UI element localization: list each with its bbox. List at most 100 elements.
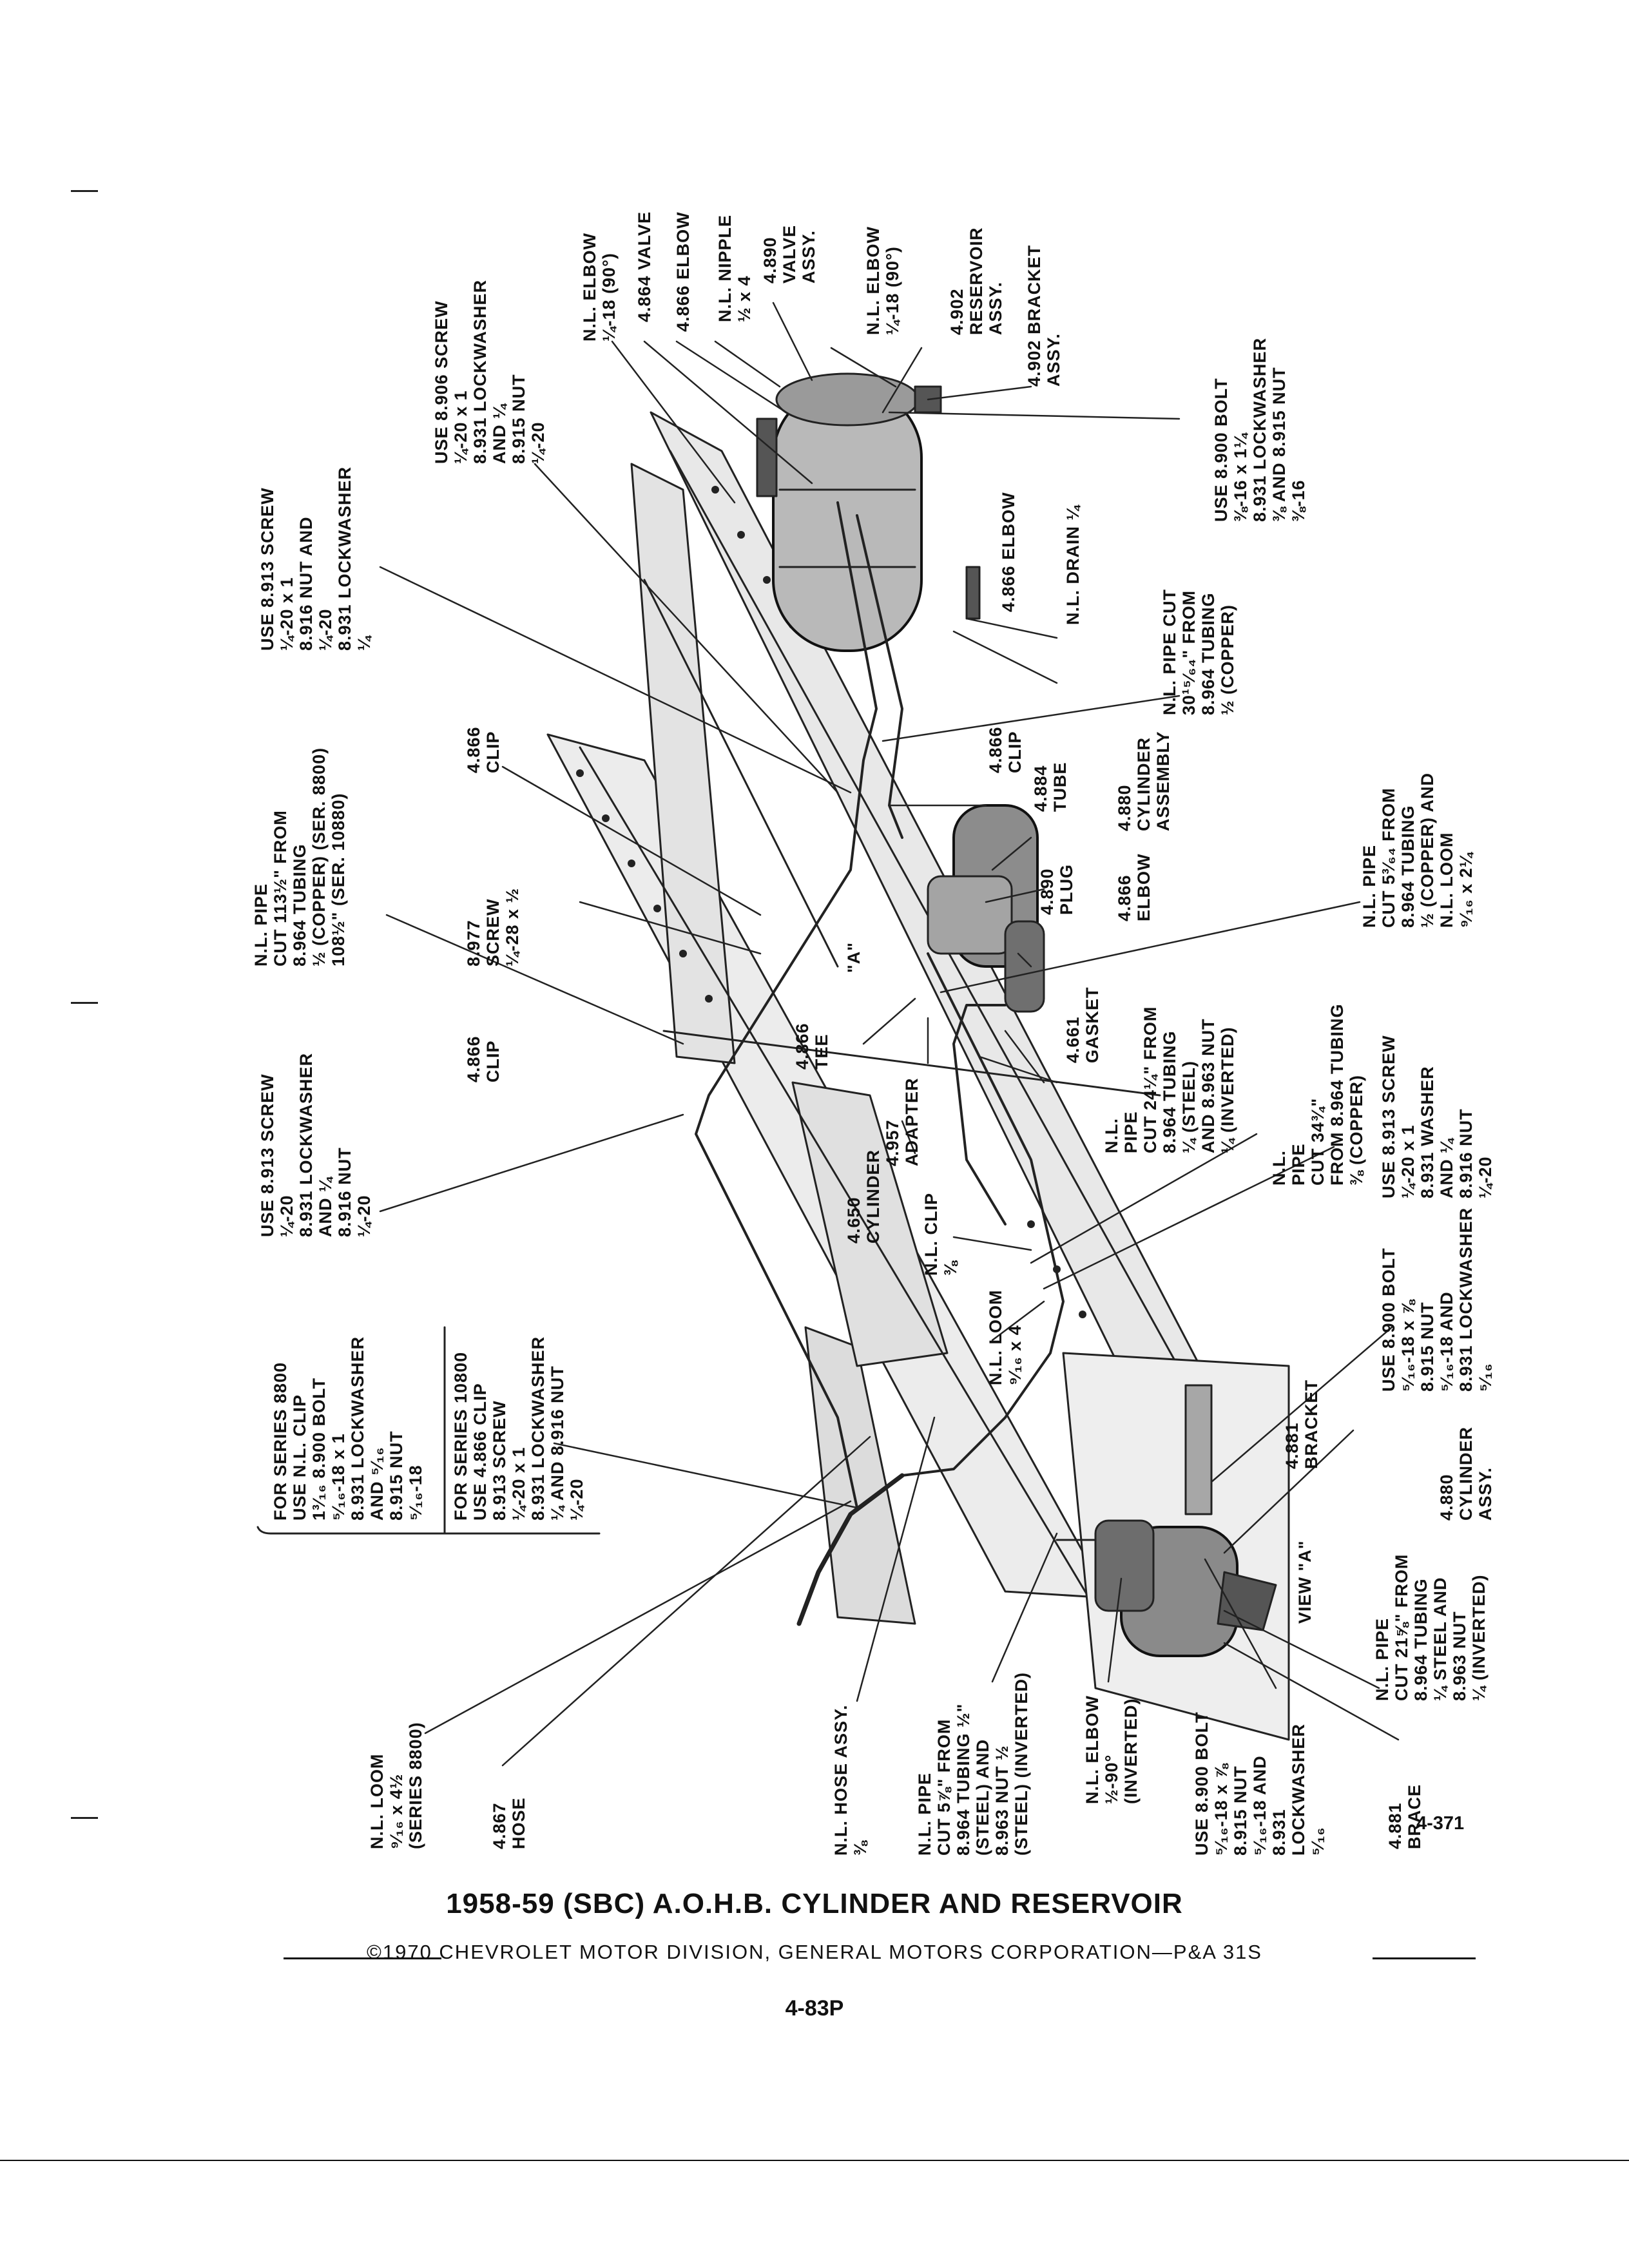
- label-line: N.L. NIPPLE: [715, 214, 735, 322]
- label-line: 4.866: [464, 726, 483, 773]
- label-line: 8.916 NUT AND: [296, 516, 316, 651]
- copyright-line: ©1970 CHEVROLET MOTOR DIVISION, GENERAL …: [367, 1941, 1262, 1963]
- label-line: (SERIES 8800): [406, 1722, 425, 1849]
- label-line: ⁵⁄₁₆: [1308, 1827, 1327, 1856]
- label-line: 8.931 LOCKWASHER: [1250, 337, 1269, 522]
- label-line: AND ¼: [316, 1177, 335, 1237]
- label-line: 108½" (SER. 10880): [329, 793, 348, 966]
- label-line: 8.977: [464, 919, 483, 966]
- label-line: PLUG: [1057, 863, 1076, 915]
- label-line: 8.963 NUT ½: [992, 1745, 1012, 1856]
- label-line: 8.931 LOCKWASHER: [296, 1052, 316, 1237]
- label-nl-hose-assy: N.L. HOSE ASSY.⅜: [831, 1704, 870, 1856]
- label-line: N.L. HOSE ASSY.: [831, 1704, 851, 1856]
- label-line: CUT 21⅝" FROM: [1392, 1553, 1411, 1701]
- label-line: CLIP: [483, 731, 503, 773]
- label-line: 8.915 NUT: [509, 374, 528, 464]
- label-line: AND 8.963 NUT: [1199, 1018, 1218, 1153]
- label-line: 8.931 WASHER: [1418, 1066, 1437, 1198]
- label-line: 8.964 TUBING ½": [954, 1703, 973, 1856]
- bottom-rule: [0, 2160, 1629, 2161]
- label-line: ¼ AND 8.916 NUT: [548, 1365, 567, 1521]
- label-line: 8.964 TUBING: [290, 843, 309, 966]
- label-line: CYLINDER: [863, 1149, 883, 1244]
- label-line: FOR SERIES 8800: [271, 1361, 290, 1521]
- label-line: 4.866: [793, 1023, 812, 1070]
- label-line: ¼-20: [316, 608, 335, 651]
- label-line: ¼: [354, 635, 374, 651]
- label-line: ½ (COPPER) (SER. 8800): [309, 747, 329, 966]
- label-line: 4.661: [1063, 1016, 1083, 1063]
- label-line: ⁹⁄₁₆ x 4: [1005, 1325, 1025, 1385]
- label-line: PIPE: [1289, 1143, 1308, 1186]
- label-line: CUT 5³⁄₆₄ FROM: [1379, 787, 1398, 928]
- label-line: 4.902 BRACKET: [1025, 244, 1044, 387]
- label-line: ⁵⁄₁₆-18 x ⅞: [1211, 1763, 1231, 1856]
- label-line: USE 8.913 SCREW: [258, 1073, 277, 1237]
- label-line: ¼ STEEL AND: [1431, 1577, 1450, 1701]
- label-line: ⅜ (COPPER): [1347, 1074, 1366, 1186]
- label-line: 8.963 NUT: [1450, 1611, 1469, 1701]
- label-line: N.L. LOOM: [986, 1289, 1005, 1385]
- label-line: GASKET: [1083, 986, 1102, 1063]
- label-line: 8.916 NUT: [1456, 1108, 1476, 1198]
- label-line: USE 4.866 CLIP: [470, 1383, 490, 1521]
- label-line: ⁵⁄₁₆-18 x ⅞: [1398, 1299, 1418, 1392]
- label-line: FOR SERIES 10800: [451, 1351, 470, 1521]
- label-line: ¼-20: [1476, 1156, 1495, 1198]
- label-line: 30¹⁵⁄₆₄" FROM: [1179, 590, 1199, 715]
- label-line: 4.866: [1115, 874, 1134, 921]
- label-line: ¼-20 x 1: [509, 1446, 528, 1521]
- label-line: 4.867: [490, 1802, 509, 1849]
- label-line: ½ (COPPER) AND: [1418, 772, 1437, 928]
- label-view-a: VIEW "A": [1295, 1540, 1315, 1624]
- label-line: N.L. LOOM: [367, 1753, 387, 1849]
- label-line: CLIP: [483, 1040, 503, 1082]
- label-line: 8.931 LOCKWASHER: [528, 1336, 548, 1521]
- label-line: ¼-18 (90°): [599, 253, 619, 341]
- power-cylinder: [927, 804, 1045, 1013]
- label-line: CUT 113½" FROM: [271, 810, 290, 966]
- label-line: ⅜-16: [1289, 479, 1308, 522]
- label-elbow-4866-mid: 4.866 ELBOW: [999, 492, 1018, 612]
- label-line: ⅜-16 x 1¼: [1231, 432, 1250, 522]
- label-line: 8.931 LOCKWASHER: [470, 279, 490, 464]
- label-line: ELBOW: [1134, 853, 1153, 922]
- label-line: ¼-20: [277, 1195, 296, 1237]
- label-line: USE 8.906 SCREW: [432, 300, 451, 464]
- label-line: ⅜: [941, 1260, 960, 1276]
- label-line: RESERVOIR: [967, 227, 986, 335]
- label-line: AND ¼: [490, 403, 509, 464]
- label-line: (INVERTED): [1121, 1698, 1141, 1805]
- label-line: N.L. CLIP: [921, 1193, 941, 1276]
- label-line: ¼-28 x ½: [503, 887, 522, 966]
- label-line: 4.866: [464, 1035, 483, 1082]
- rule-right: [1373, 1957, 1476, 1959]
- page-number: 4-83P: [785, 1996, 844, 2021]
- label-line: "A": [844, 941, 863, 973]
